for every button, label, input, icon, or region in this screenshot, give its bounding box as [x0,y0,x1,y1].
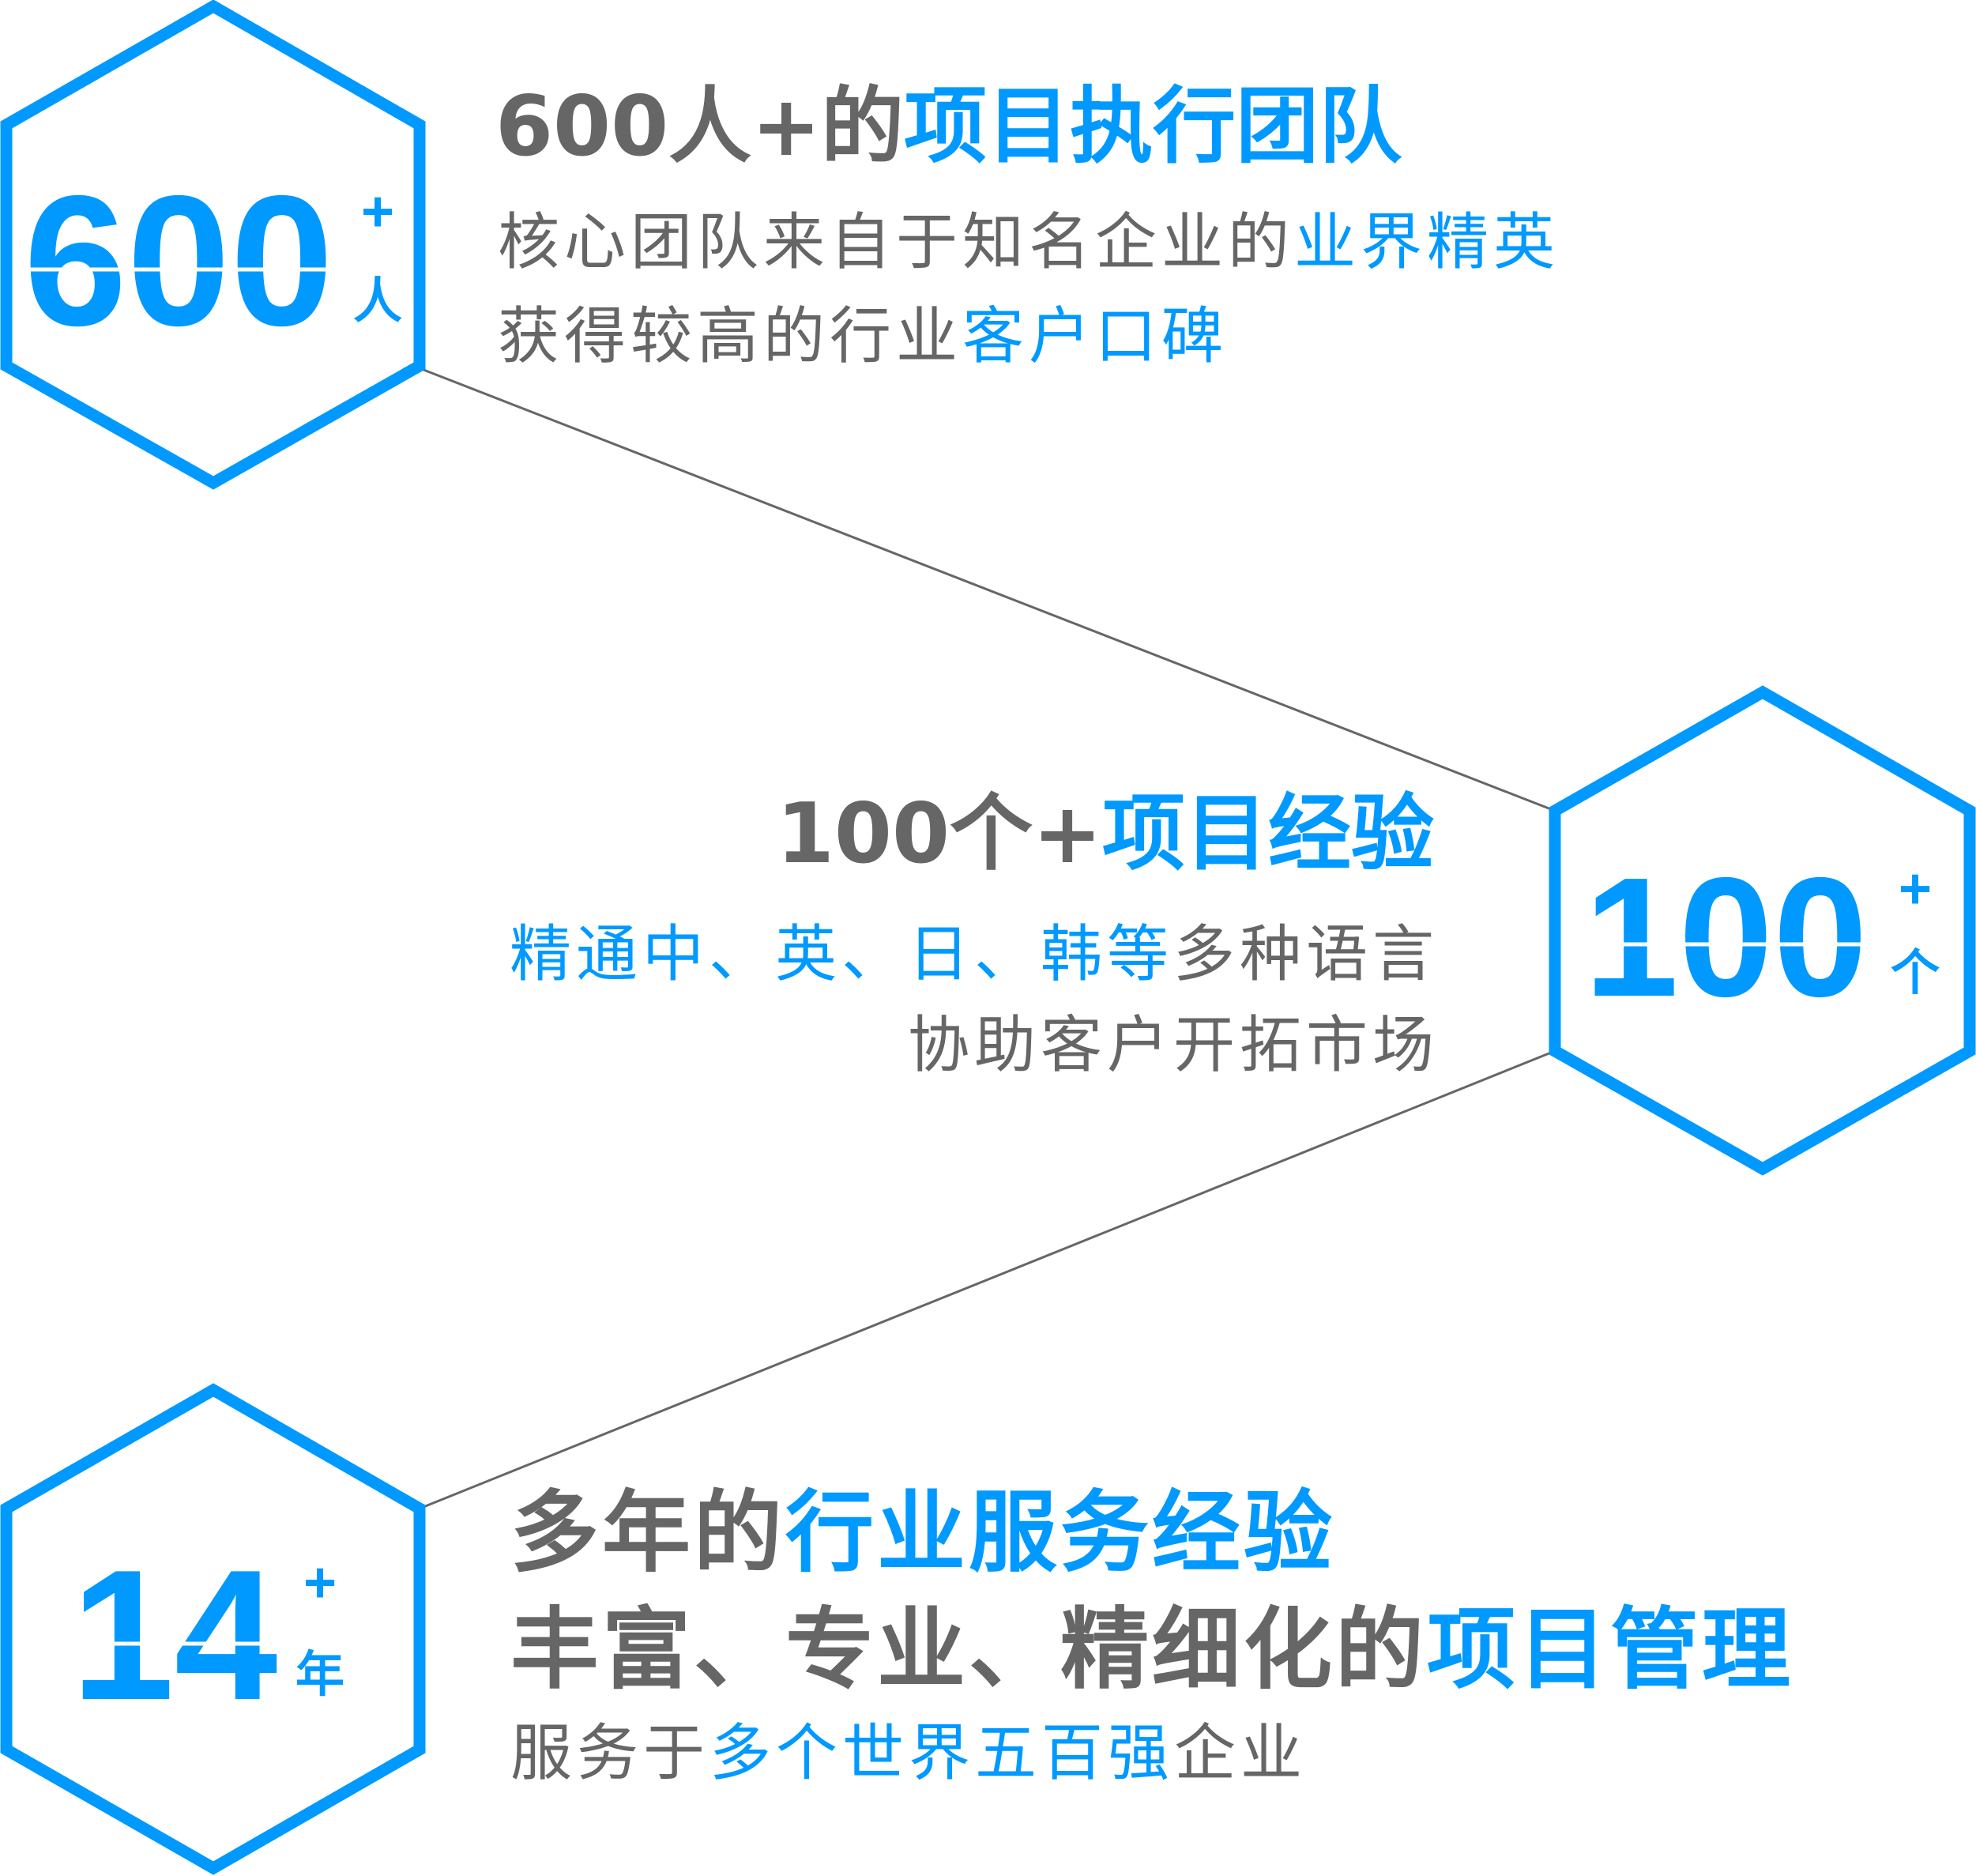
stat-plus: + [361,180,394,243]
stat-number-100: 100 [1584,842,1868,1032]
text-highlight: 业界精英 [1294,207,1560,278]
block2-line2: 协助客户开拓市场 [908,1015,1439,1076]
heading-blue-part: 行业服务经验 [785,1482,1335,1584]
text-gray: 获得较高的行业 [498,301,963,372]
connector-line-2 [419,1049,1556,1510]
heading-gray-part: 丰富、专业、精细化的 [510,1599,1427,1701]
connector-line-1 [419,367,1556,812]
text-gray: 服务于 [510,1718,710,1789]
stat-plus: + [303,1551,337,1614]
block3-line: 服务于多个世界五百强企业 [510,1723,1307,1784]
stat-unit: 个 [1891,944,1940,1001]
heading-gray-part: 600人+的 [495,78,905,175]
heading-blue-part: 项目管理 [1427,1599,1793,1701]
heading-blue-part: 项目执行团队 [904,78,1402,175]
text-gray: 协助客户开拓市场 [907,1010,1439,1081]
text-gray: 多种语言 [1172,919,1439,990]
stat-unit: 年 [295,1645,344,1703]
text-highlight: 多个世界五百强 [709,1718,1175,1789]
block1-line1: 核心团队来自于知名企业的业界精英 [498,212,1560,273]
text-highlight: 客户口碑 [962,301,1229,372]
block3-heading1: 多年的行业服务经验 [510,1489,1335,1577]
text-highlight: 精通中、英、日、韩等 [509,919,1173,990]
block1-line2: 获得较高的行业客户口碑 [498,306,1228,367]
block2-line1: 精通中、英、日、韩等多种语言 [510,924,1439,985]
block2-heading: 100个+项目经验 [777,793,1434,876]
heading-gray-part: 多年的 [510,1482,785,1584]
block1-heading: 600人+的项目执行团队 [495,85,1402,168]
hexagon-600 [0,0,426,490]
text-gray: 企业 [1174,1718,1308,1789]
heading-gray-part: 100个+ [776,785,1102,882]
heading-blue-part: 项目经验 [1101,785,1434,882]
stat-unit: 人 [353,272,402,330]
hexagon-100 [1549,685,1976,1176]
stat-number-14: 14 [71,1531,277,1739]
stat-plus: + [1899,857,1932,921]
hexagon-14 [0,1383,426,1875]
block3-heading2: 丰富、专业、精细化的项目管理 [510,1606,1793,1694]
text-gray: 核心团队来自于知名企业的 [498,207,1295,278]
stat-number-600: 600 [24,156,333,364]
